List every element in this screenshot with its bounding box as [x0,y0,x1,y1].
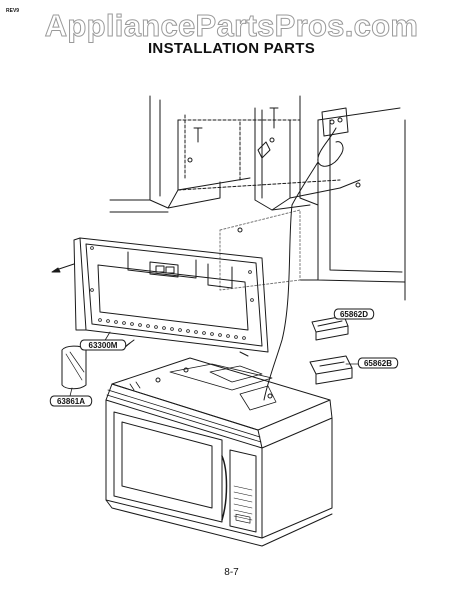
callout-label-63300M: 63300M [89,341,118,350]
hardware-bag [61,345,87,390]
mounting-plate [51,237,269,357]
callout-label-65862B: 65862B [364,359,392,368]
callout-63300M: 63300M [79,339,127,351]
small-parts [309,315,353,385]
watermark: AppliancePartsPros.com [44,8,419,44]
callout-65862D: 65862D [333,308,375,320]
callout-label-65862D: 65862D [340,310,368,319]
callout-63861A: 63861A [49,395,93,407]
page-title: INSTALLATION PARTS [147,40,316,57]
page-number: 8-7 [224,567,239,578]
wall-cabinets [109,95,406,401]
revision-code: REV9 [6,8,20,14]
callout-65862B: 65862B [357,357,399,369]
callout-label-63861A: 63861A [57,397,85,406]
microwave-oven [105,357,333,547]
